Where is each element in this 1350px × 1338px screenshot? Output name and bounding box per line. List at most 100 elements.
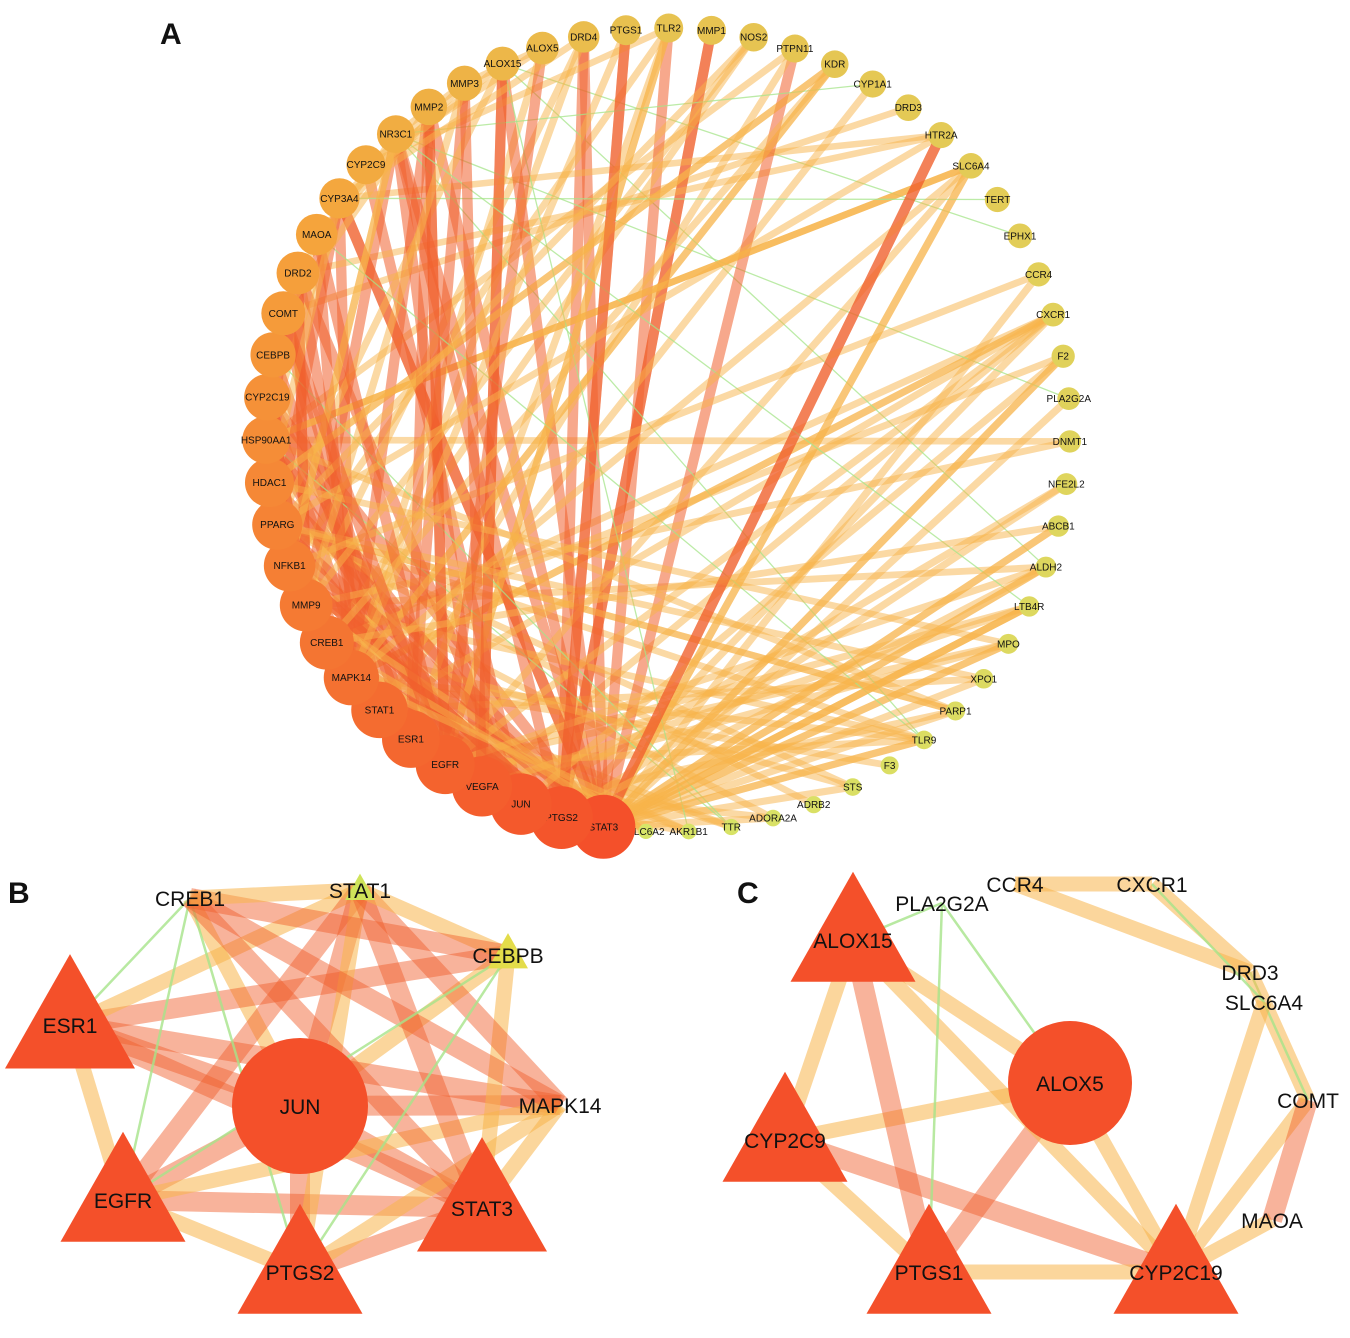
- edge-a-ptgs2-ptgs1: [556, 25, 632, 823]
- node-b-stat3: [417, 1137, 547, 1252]
- edge-c-drd3-ccr4: [1012, 876, 1253, 980]
- label-a-mapk14: MAPK14: [332, 673, 372, 684]
- node-a-aldh2: [1035, 556, 1057, 578]
- label-b-stat3: STAT3: [451, 1198, 513, 1221]
- label-b-ptgs2: PTGS2: [266, 1262, 335, 1285]
- edge-b-esr1-stat1: [66, 883, 364, 1032]
- label-a-adrb2: ADRB2: [797, 800, 831, 811]
- label-a-drd4: DRD4: [570, 32, 598, 43]
- label-a-hdac1: HDAC1: [253, 478, 287, 489]
- label-a-nfkb1: NFKB1: [273, 561, 306, 572]
- edge-a-stat3-htr2a: [598, 130, 947, 832]
- edge-a-alox15-aldh2: [501, 62, 1047, 568]
- edge-b-esr1-cebpb: [68, 945, 510, 1035]
- label-a-slc6a4: SLC6A4: [952, 161, 990, 172]
- node-a-tlr9: [914, 730, 934, 750]
- panel-c-label: C: [737, 877, 759, 910]
- node-a-f2: [1051, 344, 1075, 368]
- node-b-esr1: [5, 954, 135, 1069]
- edge-b-ptgs2-mapk14: [295, 1098, 565, 1279]
- node-a-ttr: [723, 818, 740, 836]
- node-a-mmp9: [279, 578, 333, 632]
- node-b-ptgs2: [237, 1203, 363, 1314]
- label-a-htr2a: HTR2A: [925, 131, 958, 142]
- edge-a-hsp90aa1-dnmt1: [262, 436, 1074, 445]
- node-a-hdac1: [244, 458, 294, 508]
- panel-b-network: JUNESR1EGFRPTGS2STAT3MAPK14CEBPBSTAT1CRE…: [5, 873, 602, 1314]
- label-a-pla2g2a: PLA2G2A: [1047, 394, 1092, 405]
- node-a-drd3: [894, 94, 922, 122]
- label-a-parp1: PARP1: [939, 706, 971, 717]
- edge-a-mmp9-nos2: [302, 33, 758, 609]
- edge-b-ptgs2-cebpb: [298, 954, 510, 1273]
- edge-a-jun-f2: [517, 352, 1067, 808]
- edge-a-vegfa-cxcr1: [478, 311, 1057, 791]
- label-a-egfr: EGFR: [431, 760, 459, 771]
- label-a-creb1: CREB1: [310, 638, 344, 649]
- edge-b-mapk14-creb1: [185, 889, 565, 1114]
- edge-c-alox15-ptgs1: [843, 937, 939, 1275]
- node-a-cebpb: [250, 332, 296, 378]
- label-a-mmp1: MMP1: [697, 26, 726, 37]
- label-c-cyp2c9: CYP2C9: [744, 1130, 826, 1153]
- label-a-cyp2c19: CYP2C19: [245, 393, 290, 404]
- label-a-jun: JUN: [511, 800, 530, 811]
- label-a-adora2a: ADORA2A: [749, 814, 797, 825]
- label-a-vegfa: VEGFA: [465, 782, 499, 793]
- label-a-cyp2c9: CYP2C9: [346, 160, 385, 171]
- label-b-jun: JUN: [280, 1096, 321, 1119]
- label-a-comt: COMT: [269, 309, 298, 320]
- label-a-dnmt1: DNMT1: [1053, 437, 1088, 448]
- label-a-sts: STS: [843, 783, 863, 794]
- node-a-mmp1: [696, 15, 726, 45]
- edge-a-mapk14-ptgs1: [347, 26, 630, 682]
- edge-b-stat3-stat1: [350, 886, 492, 1212]
- label-a-drd3: DRD3: [895, 103, 923, 114]
- node-a-cyp2c9: [346, 145, 386, 185]
- node-a-adora2a: [764, 809, 782, 827]
- edge-a-maoa-egfr: [311, 229, 451, 770]
- label-a-xpo1: XPO1: [970, 674, 997, 685]
- node-a-kdr: [820, 50, 849, 79]
- node-a-f3: [880, 756, 899, 775]
- node-a-pla2g2a: [1057, 387, 1081, 411]
- label-b-creb1: CREB1: [155, 888, 225, 911]
- edge-a-mapk14-akr1b1: [348, 674, 693, 835]
- edge-b-cebpb-creb1: [188, 888, 510, 965]
- label-b-stat1: STAT1: [329, 880, 391, 903]
- node-a-ptgs1: [610, 15, 641, 46]
- label-b-mapk14: MAPK14: [519, 1095, 602, 1118]
- edge-b-egfr-stat3: [122, 1190, 483, 1218]
- node-a-cxcr1: [1041, 302, 1065, 327]
- node-a-slc6a2: [638, 823, 654, 840]
- node-a-nfkb1: [263, 539, 316, 592]
- node-a-adrb2: [805, 796, 823, 814]
- label-c-cxcr1: CXCR1: [1116, 874, 1187, 897]
- node-a-pparg: [252, 499, 303, 550]
- edge-a-stat1-cxcr1: [375, 311, 1057, 714]
- label-c-drd3: DRD3: [1221, 962, 1278, 985]
- node-c-alox15: [790, 871, 916, 982]
- node-a-hsp90aa1: [242, 416, 290, 464]
- edge-a-pparg-htr2a: [273, 131, 945, 529]
- node-a-nr3c1: [376, 115, 415, 154]
- edge-a-egfr-alox5: [440, 43, 548, 770]
- node-a-dnmt1: [1058, 430, 1082, 453]
- panel-a-label: A: [160, 18, 182, 51]
- edge-c-slc6a4-drd3: [1243, 968, 1271, 1006]
- edge-b-cebpb-stat1: [356, 883, 512, 962]
- edge-a-stat3-sts: [599, 783, 857, 831]
- edge-c-maoa-comt: [1262, 1097, 1318, 1223]
- label-a-maoa: MAOA: [302, 230, 332, 241]
- label-a-alox5: ALOX5: [526, 44, 559, 55]
- label-a-ephx1: EPHX1: [1004, 231, 1037, 242]
- node-a-parp1: [946, 701, 966, 721]
- label-a-hsp90aa1: HSP90AA1: [241, 435, 292, 446]
- edge-a-stat3-ccr4: [599, 270, 1043, 831]
- label-a-stat3: STAT3: [589, 822, 619, 833]
- label-a-akr1b1: AKR1B1: [670, 827, 709, 838]
- edge-a-stat3-tlr9: [599, 736, 928, 831]
- node-a-ltb4r: [1018, 596, 1040, 617]
